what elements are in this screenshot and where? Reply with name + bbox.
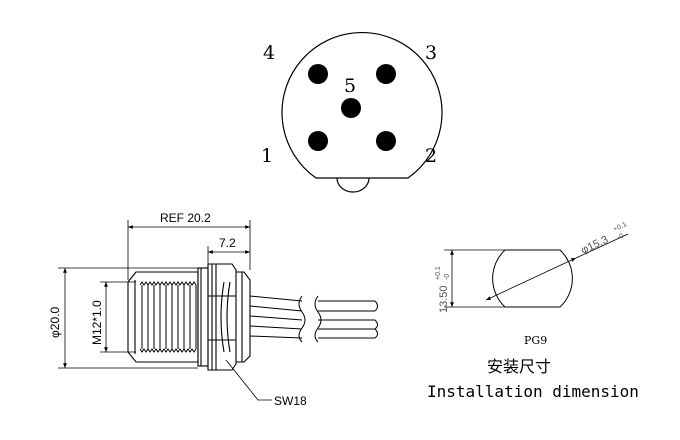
pin-4 [308,64,328,84]
wire-ends [374,300,378,339]
svg-text:-0: -0 [616,233,625,242]
back-shell [236,271,251,363]
svg-text:+0.1: +0.1 [612,221,628,233]
ref-length-label: REF 20.2 [160,211,211,225]
gland-label: PG9 [524,334,547,347]
keyway-notch [336,177,370,193]
pin-face-view: 4 3 5 1 2 [261,32,443,193]
svg-text:-0: -0 [444,274,451,280]
pin-label-3: 3 [425,42,437,64]
dim-body-diameter [58,267,198,369]
caption-chinese: 安装尺寸 [487,357,551,376]
pin-label-4: 4 [263,42,275,64]
pin-3 [376,64,396,84]
cable-wires [249,295,378,343]
svg-text:φ15.3: φ15.3 [579,234,610,257]
leader-sw18 [225,359,272,401]
dim-ref-length [127,220,251,280]
threaded-body [127,271,199,363]
caption-english: Installation dimension [427,382,639,401]
hex-nut [207,263,237,371]
dim-nut-width [207,246,250,264]
flat-height-label: 13.50 +0.1 -0 [435,266,451,313]
flange [197,267,209,367]
dim-cutout-diameter [485,257,577,301]
dim-thread [100,281,136,353]
break-line-right [314,295,322,343]
wrench-size-label: SW18 [274,394,307,408]
nut-width-label: 7.2 [219,236,236,250]
cutout-diameter-label: φ15.3 +0.1 -0 [579,221,628,257]
break-line-left [298,295,306,343]
svg-text:+0.1: +0.1 [435,266,442,280]
pin-2 [376,131,396,151]
body-diameter-label: φ20.0 [48,307,62,338]
pin-1 [308,131,328,151]
panel-cutout-view [444,233,629,308]
pin-label-1: 1 [261,145,273,167]
thread-label: M12*1.0 [90,300,104,345]
pin-label-5: 5 [344,75,356,97]
pin-5 [341,98,361,118]
pin-label-2: 2 [425,145,437,167]
side-view [58,220,378,401]
thread-lines [139,281,197,353]
svg-text:13.50: 13.50 [438,285,450,313]
connector-face-outline [281,32,443,179]
